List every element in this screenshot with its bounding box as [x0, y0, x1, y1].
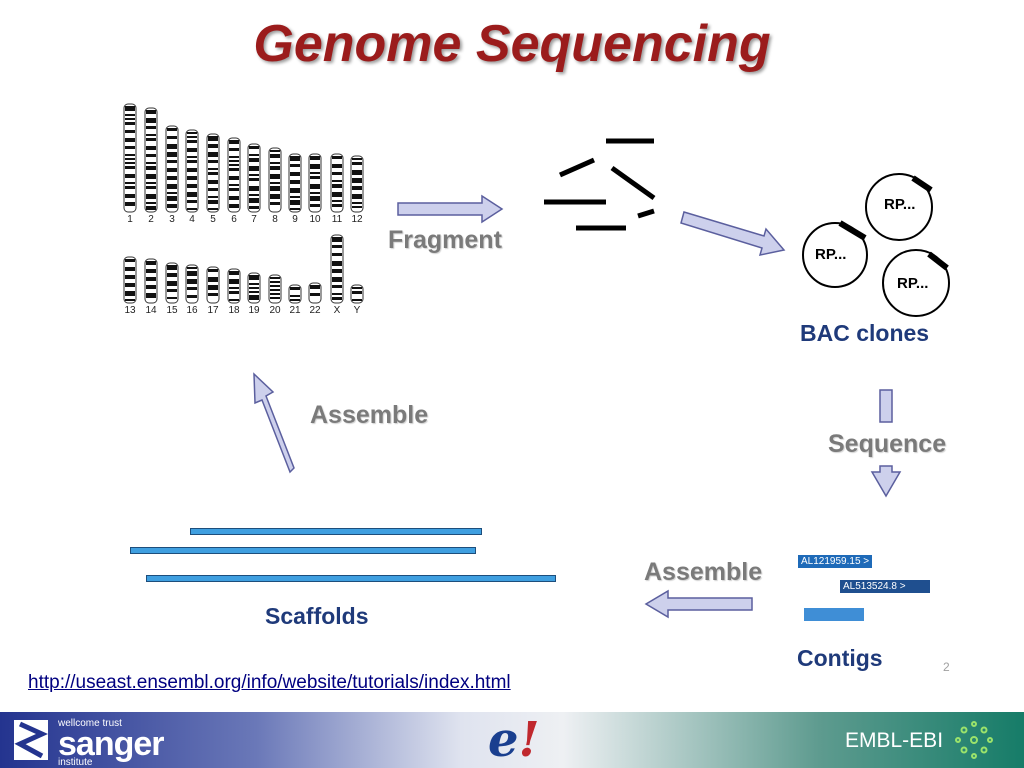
chromosome-label: 18: [228, 305, 240, 316]
chromosome-label: 9: [292, 214, 298, 225]
tutorial-link[interactable]: http://useast.ensembl.org/info/website/t…: [28, 672, 511, 693]
chromosome: [227, 268, 241, 304]
bac-clone-label: RP...: [884, 196, 916, 213]
chromosome-label: 2: [148, 214, 154, 225]
fragment-arrow: [397, 194, 504, 224]
bac-clones: [802, 173, 950, 317]
chromosome: [206, 266, 220, 304]
scaffold-line: [146, 575, 556, 582]
chromosome-label: 6: [231, 214, 237, 225]
bac-clone: [865, 173, 933, 241]
chromosome: [350, 155, 364, 213]
sanger-helix-icon: [14, 720, 48, 760]
contig-accession: AL513524.8 >: [840, 580, 930, 593]
chromosome-label: 1: [127, 214, 133, 225]
chromosome: [268, 274, 282, 304]
sequence-arrow: [870, 389, 902, 498]
chromosome-label: 20: [269, 305, 281, 316]
chromosome-label: 15: [166, 305, 178, 316]
ensembl-logo: e!: [488, 712, 540, 768]
bac-clone-label: RP...: [815, 246, 847, 263]
chromosome: [123, 103, 137, 213]
chromosome: [185, 264, 199, 304]
chromosome: [144, 107, 158, 213]
scaffold-line: [130, 547, 476, 554]
chromosome: [123, 256, 137, 304]
chromosome-label: 10: [309, 214, 321, 225]
chromosome-label: 13: [124, 305, 136, 316]
bac-clone: [882, 249, 950, 317]
chromosome: [268, 147, 282, 213]
dna-fragments: [544, 138, 656, 231]
embl-ebi-logo: EMBL-EBI: [845, 729, 944, 752]
chromosome: [165, 125, 179, 213]
fragment-label: Fragment: [388, 226, 502, 254]
ebi-emblem-icon: [955, 721, 993, 759]
contigs-label: Contigs: [797, 645, 883, 671]
chromosome-label: 3: [169, 214, 175, 225]
chromosome-label: 7: [251, 214, 257, 225]
contig-accession: AL121959.15 >: [798, 555, 873, 568]
bac-clone: [802, 220, 868, 288]
chromosome-label: 16: [186, 305, 198, 316]
chromosome: [247, 143, 261, 213]
chromosome-label: 21: [289, 305, 301, 316]
bac-clone-label: RP...: [897, 275, 929, 292]
sanger-institute-text: institute: [58, 757, 93, 768]
ensembl-logo-e: e: [488, 712, 519, 768]
assemble-label: Assemble: [644, 558, 763, 586]
chromosome: [330, 153, 344, 213]
chromosome: [185, 129, 199, 213]
chromosome: [288, 153, 302, 213]
assemble-up-arrow: [253, 372, 295, 474]
footer-banner: wellcome trust sanger institute e! EMBL-…: [0, 712, 1024, 768]
chromosome-label: 5: [210, 214, 216, 225]
chromosome-label: X: [333, 305, 341, 316]
chromosome-label: 14: [145, 305, 157, 316]
chromosome-label: 17: [207, 305, 219, 316]
chromosome: [247, 272, 261, 304]
chromosome: [206, 133, 220, 213]
scaffold-line: [190, 528, 482, 535]
chromosome-label: 8: [272, 214, 278, 225]
chromosome-label: 19: [248, 305, 260, 316]
scaffolds-label: Scaffolds: [265, 603, 369, 629]
chromosome-label: 22: [309, 305, 321, 316]
chromosome-label: 11: [331, 214, 343, 225]
sanger-name: sanger: [58, 725, 164, 763]
sanger-logo: wellcome trust sanger institute: [14, 718, 184, 768]
bac-clones-label: BAC clones: [800, 320, 930, 346]
chromosome: [308, 153, 322, 213]
to-bac-arrow: [680, 211, 786, 256]
chromosome-label: 4: [189, 214, 195, 225]
chromosome-label: Y: [353, 305, 361, 316]
karyotype-image: [123, 103, 364, 304]
chromosome: [350, 284, 364, 304]
contig-bar: [804, 608, 864, 621]
assemble-arrow: [644, 589, 753, 619]
ensembl-logo-mark: !: [518, 712, 540, 768]
chromosome: [330, 234, 344, 304]
chromosome-label: 12: [351, 214, 363, 225]
sanger-trust-text: wellcome trust: [58, 718, 122, 729]
chromosome: [308, 282, 322, 304]
chromosome: [288, 284, 302, 304]
assemble-top-label: Assemble: [310, 401, 429, 429]
page-title: Genome Sequencing: [253, 15, 771, 73]
page-number: 2: [943, 660, 950, 674]
sequence-label: Sequence: [828, 430, 947, 458]
chromosome: [144, 258, 158, 304]
chromosome: [165, 262, 179, 304]
chromosome: [227, 137, 241, 213]
